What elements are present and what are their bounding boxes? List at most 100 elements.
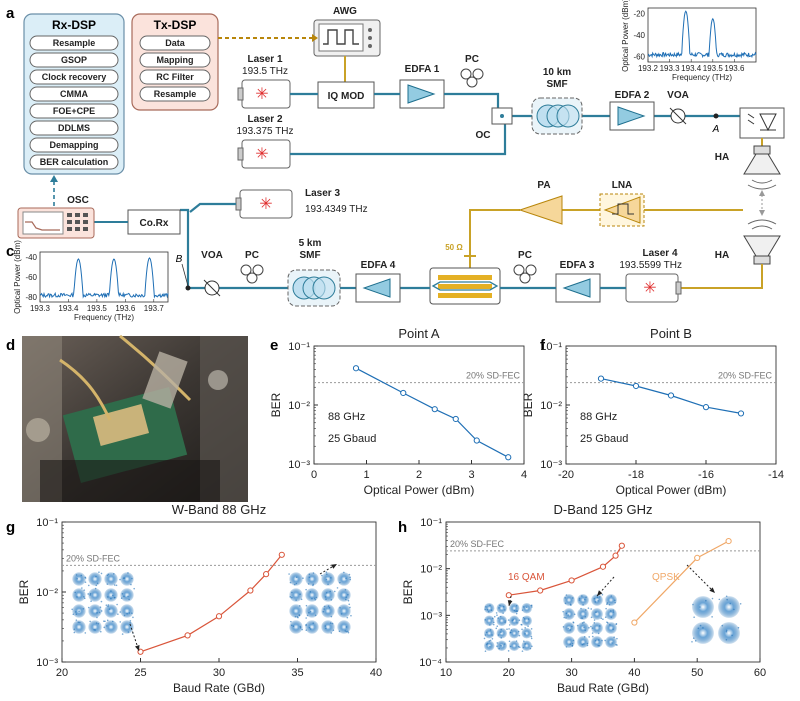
constellation-dot <box>132 616 134 619</box>
data-point <box>612 552 619 559</box>
corx-label: Co.Rx <box>140 218 169 229</box>
constellation-dot <box>584 615 587 618</box>
constellation-dot <box>583 598 586 601</box>
arrow-icon <box>135 645 140 651</box>
constellation-dot <box>128 598 130 601</box>
laser2-freq: 193.375 THz <box>236 126 293 137</box>
constellation-dot <box>103 620 105 622</box>
data-point <box>737 410 745 417</box>
panel-label-h: h <box>398 519 407 536</box>
x-axis-label: Optical Power (dBm) <box>364 483 475 497</box>
smf10-label-b: SMF <box>546 79 567 90</box>
constellation-dot <box>296 615 299 618</box>
constellation-dot <box>306 614 309 617</box>
x-tick-label: 193.5 <box>87 304 108 313</box>
constellation-dot <box>344 630 347 632</box>
constellation-dot <box>349 576 351 579</box>
constellation-dot <box>75 574 78 576</box>
awg-device <box>313 19 381 57</box>
constellation-dot <box>325 578 328 581</box>
constellation-dot <box>75 611 77 613</box>
constellation-dot <box>107 596 109 598</box>
constellation-dot <box>290 620 292 623</box>
constellation-dot <box>308 576 311 579</box>
constellation-dot <box>508 640 511 643</box>
pc-icon <box>460 68 484 88</box>
constellation-dot <box>726 598 728 601</box>
constellation-dot <box>518 646 521 649</box>
constellation-dot <box>509 645 512 648</box>
y-axis-label: BER <box>401 579 415 604</box>
constellation-point <box>88 588 102 602</box>
constellation-dot <box>569 629 571 631</box>
constellation-dot <box>593 597 596 600</box>
amplifier-icon <box>617 106 646 126</box>
constellation-dot <box>584 609 587 611</box>
constellation-dot <box>305 629 308 631</box>
point-a-dot <box>713 113 719 119</box>
constellation-dot <box>500 644 502 647</box>
constellation-dot <box>576 624 579 627</box>
constellation-dot <box>84 577 87 579</box>
constellation-dot <box>321 574 323 577</box>
constellation-dot <box>608 603 611 606</box>
fiber-line <box>189 202 236 213</box>
rx-dsp-item <box>29 69 119 85</box>
constellation-dot <box>327 605 330 607</box>
constellation-dot <box>496 614 498 617</box>
constellation-dot <box>508 624 511 626</box>
constellation-dot <box>489 645 491 648</box>
constellation-dot <box>612 609 615 611</box>
constellation-dot <box>123 614 126 617</box>
constellation-dot <box>586 644 589 647</box>
y-tick-label: 10⁻² <box>288 400 310 412</box>
constellation-dot <box>484 618 487 621</box>
y-tick-label: -60 <box>633 53 645 62</box>
constellation-dot <box>314 614 317 617</box>
constellation-dot <box>530 604 533 607</box>
chart-note: 25 Gbaud <box>580 433 628 445</box>
series-label: QPSK <box>652 572 680 583</box>
constellation-point <box>563 636 575 648</box>
constellation-point <box>289 620 303 634</box>
constellation-dot <box>323 605 326 608</box>
lna-label: LNA <box>612 180 633 191</box>
constellation-dot <box>89 620 91 623</box>
constellation-dot <box>116 603 118 606</box>
constellation-dot <box>500 631 502 633</box>
constellation-point <box>692 596 714 618</box>
rx-dsp-item-label: FOE+CPE <box>53 106 95 116</box>
constellation-dot <box>83 595 85 598</box>
constellation-point <box>509 640 520 651</box>
series-line <box>140 554 283 653</box>
constellation-dot <box>693 616 695 618</box>
constellation-dot <box>128 612 131 614</box>
amplifier-icon <box>562 278 591 298</box>
pointer-arrow <box>129 623 140 652</box>
constellation-dot <box>329 622 332 624</box>
laser1-device <box>237 79 291 109</box>
x-axis-label: Baud Rate (GBd) <box>557 681 649 695</box>
constellation-dot <box>563 616 565 619</box>
rx-dsp-item <box>29 120 119 136</box>
constellation-dot <box>493 615 496 618</box>
plot-frame <box>565 345 777 465</box>
constellation-point <box>496 628 507 639</box>
constellation-dot <box>309 591 312 593</box>
constellation-dot <box>490 609 493 612</box>
constellation-dot <box>295 576 298 579</box>
constellation-dot <box>500 637 503 639</box>
constellation-dot <box>699 606 701 608</box>
constellation-dot <box>502 612 504 614</box>
constellation-dot <box>308 626 311 629</box>
constellation-dot <box>525 606 528 609</box>
constellation-dot <box>612 628 614 631</box>
rx-dsp-item-label: Demapping <box>49 140 98 150</box>
constellation-dot <box>332 629 335 632</box>
constellation-dot <box>504 609 506 611</box>
constellation-dot <box>345 630 348 633</box>
constellation-dot <box>347 630 349 633</box>
x-tick-label: 10 <box>440 667 452 679</box>
arrow-icon <box>312 34 318 42</box>
